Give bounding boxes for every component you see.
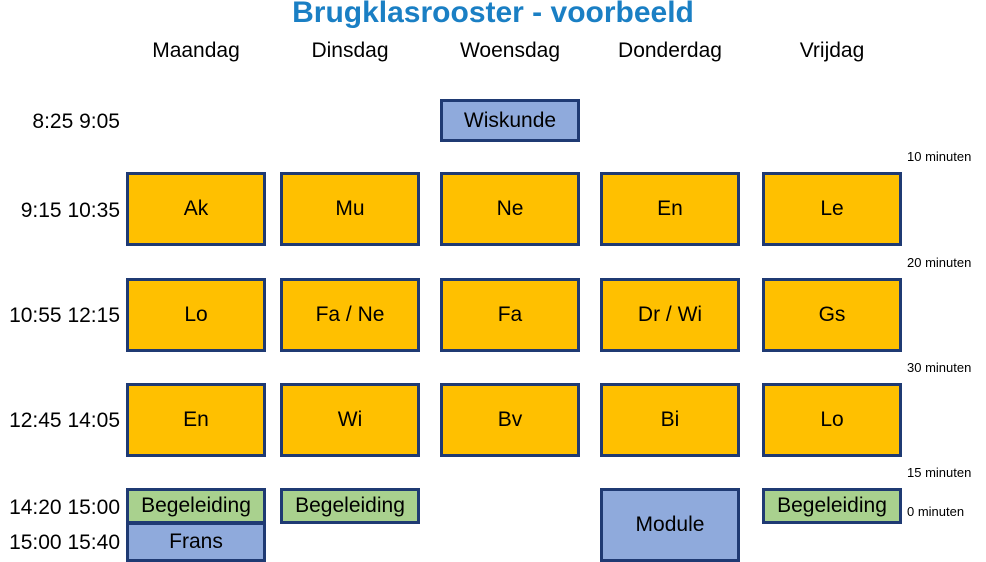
lesson-block-donderdag-3: Dr / Wi bbox=[600, 278, 740, 352]
break-label: 20 minuten bbox=[907, 255, 972, 270]
lesson-block-maandag-3: Lo bbox=[126, 278, 266, 352]
day-header-donderdag: Donderdag bbox=[618, 39, 722, 62]
lesson-block-woensdag-3: Fa bbox=[440, 278, 580, 352]
lesson-block-dinsdag-2: Mu bbox=[280, 172, 420, 246]
break-label: 0 minuten bbox=[907, 504, 965, 519]
lesson-block-donderdag-4: Bi bbox=[600, 383, 740, 457]
lesson-block-vrijdag-3: Gs bbox=[762, 278, 902, 352]
lesson-block-woensdag-2: Ne bbox=[440, 172, 580, 246]
lesson-block-donderdag-2: En bbox=[600, 172, 740, 246]
break-label: 30 minuten bbox=[907, 360, 972, 375]
lesson-block-vrijdag-2: Le bbox=[762, 172, 902, 246]
day-header-woensdag: Woensdag bbox=[459, 39, 561, 62]
break-label: 15 minuten bbox=[907, 465, 972, 480]
lesson-block-vrijdag-5: Begeleiding bbox=[762, 488, 902, 524]
lesson-block-maandag-4: En bbox=[126, 383, 266, 457]
time-slot-3: 10:55 12:15 bbox=[9, 304, 120, 327]
time-slot-1: 8:25 9:05 bbox=[32, 110, 120, 133]
time-slot-4: 12:45 14:05 bbox=[9, 409, 120, 432]
lesson-block-dinsdag-3: Fa / Ne bbox=[280, 278, 420, 352]
page-title: Brugklasrooster - voorbeeld bbox=[292, 0, 694, 29]
break-label: 10 minuten bbox=[907, 149, 972, 164]
lesson-block-dinsdag-5: Begeleiding bbox=[280, 488, 420, 524]
lesson-block-maandag-2: Ak bbox=[126, 172, 266, 246]
day-header-vrijdag: Vrijdag bbox=[799, 39, 865, 62]
lesson-block-maandag-5: Begeleiding bbox=[126, 488, 266, 524]
lesson-block-vrijdag-4: Lo bbox=[762, 383, 902, 457]
lesson-block-woensdag-1: Wiskunde bbox=[440, 99, 580, 142]
lesson-block-maandag-6: Frans bbox=[126, 522, 266, 562]
lesson-block-donderdag-5: Module bbox=[600, 488, 740, 562]
lesson-block-woensdag-4: Bv bbox=[440, 383, 580, 457]
time-slot-2: 9:15 10:35 bbox=[20, 199, 120, 222]
day-header-dinsdag: Dinsdag bbox=[311, 39, 389, 62]
lesson-block-dinsdag-4: Wi bbox=[280, 383, 420, 457]
time-slot-5: 14:20 15:00 bbox=[9, 496, 120, 519]
time-slot-6: 15:00 15:40 bbox=[9, 531, 120, 554]
day-header-maandag: Maandag bbox=[152, 39, 240, 62]
